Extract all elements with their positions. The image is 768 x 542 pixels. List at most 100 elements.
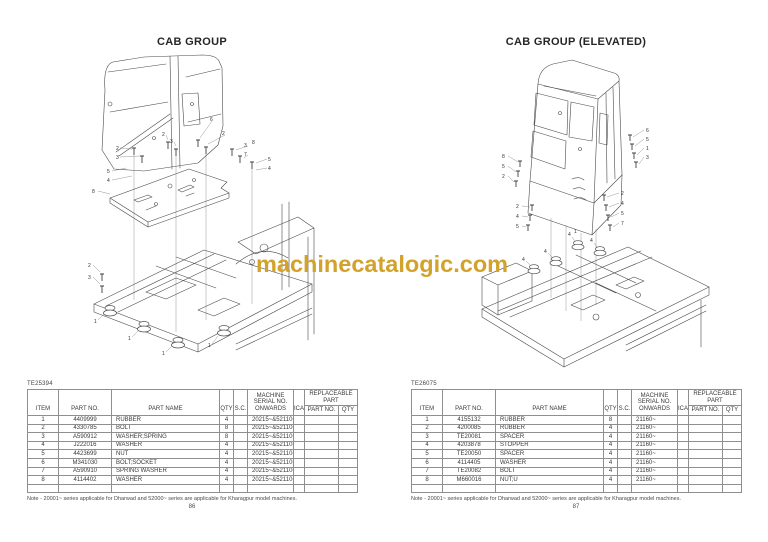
cell-part-no: 4423699 [58, 449, 112, 460]
callout-number: 4 [107, 178, 110, 184]
table-row: 3 A590912 WASHER;SPRING 8 20215~&52110~ [27, 432, 358, 442]
callout-number: 2 [516, 204, 519, 210]
cell-qty: 4 [219, 475, 234, 485]
col-header-qty: QTY [603, 389, 618, 416]
cell-part-name: WASHER;SPRING [111, 432, 220, 442]
cell-item: 5 [411, 449, 443, 460]
page-87: CAB GROUP (ELEVATED) [384, 0, 768, 542]
callout-number: 8 [502, 154, 505, 160]
lower-frame [481, 246, 710, 368]
cell-r-qty [338, 432, 358, 442]
table-row: 1 4409999 RUBBER 4 20215~&52110~ [27, 415, 358, 425]
col-header-part-no: PART NO. [58, 389, 112, 416]
cell-r-part-no [304, 458, 339, 468]
elevated-cab-outline [527, 59, 623, 236]
cell-ica [677, 475, 689, 485]
cell-part-no: 4114405 [442, 458, 496, 468]
cell-item: 8 [411, 475, 443, 485]
cab-group-drawing: 2 3 5 4 2 3 6 2 3 7 8 5 4 8 2 3 1 1 1 1 [88, 54, 315, 357]
cell-serial: 20215~&52110~ [247, 475, 294, 485]
cell-part-no: 4200085 [442, 423, 496, 434]
callout-number: 5 [621, 211, 624, 217]
cell-r-part-no [688, 432, 723, 442]
cell-serial: 20215~&52110~ [247, 432, 294, 442]
table-row: 2 4330785 BOLT 8 20215~&52110~ [27, 423, 358, 434]
cell-item: 4 [411, 440, 443, 451]
cell-serial: 21160~ [631, 415, 678, 425]
cell-ica [677, 423, 689, 434]
cell-part-no: M341030 [58, 458, 112, 468]
cell-r-part-no [304, 432, 339, 442]
cell-part-name: NUT;U [495, 475, 604, 485]
col-header-part-name: PART NAME [111, 389, 220, 416]
cell-part-name: BOLT [495, 466, 604, 477]
page-number: 86 [188, 504, 196, 510]
watermark-text: machinecatalogic.com [256, 251, 509, 277]
cell-serial: 21160~ [631, 432, 678, 442]
col-header-serial: MACHINE SERIAL NO. ONWARDS [631, 389, 678, 416]
cell-sc [233, 432, 248, 442]
cell-part-no: A590910 [58, 466, 112, 477]
table-row: 8 4114402 WASHER 4 20215~&52110~ [27, 475, 358, 485]
table-row: 7 TE20082 BOLT 4 21160~ [411, 466, 742, 477]
cell-ica [293, 458, 305, 468]
cell-sc [617, 466, 632, 477]
cell-r-part-no [688, 458, 723, 468]
cell-r-qty [338, 440, 358, 451]
callout-number: 1 [162, 351, 165, 357]
callout-number: 3 [244, 143, 247, 149]
lower-frame [93, 201, 315, 353]
mount-leaders [97, 313, 219, 353]
cell-serial: 20215~&52110~ [247, 423, 294, 434]
callout-number: 1 [208, 343, 211, 349]
table-row: 7 A590910 SPRING WASHER 4 20215~&52110~ [27, 466, 358, 477]
mount-leaders [525, 236, 598, 266]
cell-r-part-no [304, 423, 339, 434]
cell-part-name: BOLT;SOCKET [111, 458, 220, 468]
cell-r-qty [338, 458, 358, 468]
callout-number: 5 [502, 164, 505, 170]
cell-qty: 4 [603, 475, 618, 485]
cell-ica [677, 466, 689, 477]
cell-sc [617, 432, 632, 442]
cell-item: 7 [27, 466, 59, 477]
cell-item: 3 [411, 432, 443, 442]
col-header-sc: S.C. [617, 389, 632, 416]
cell-part-name: WASHER [111, 475, 220, 485]
cell-serial: 21160~ [631, 458, 678, 468]
cell-ica [677, 449, 689, 460]
cell-part-no: 4409999 [58, 415, 112, 425]
cell-part-name: SPRING WASHER [111, 466, 220, 477]
cell-r-part-no [688, 475, 723, 485]
cell-r-qty [722, 432, 742, 442]
cell-item: 6 [27, 458, 59, 468]
table-row: 2 4200085 RUBBER 4 21160~ [411, 423, 742, 434]
cell-part-no: M660016 [442, 475, 496, 485]
callout-number: 2 [162, 132, 165, 138]
cell-r-qty [722, 415, 742, 425]
callout-number: 2 [116, 146, 119, 152]
callout-number: 3 [88, 275, 91, 281]
parts-table: ITEM PART NO. PART NAME QTY S.C. MACHINE… [27, 389, 358, 494]
cell-ica [677, 415, 689, 425]
cell-sc [233, 423, 248, 434]
cell-part-name: WASHER [111, 440, 220, 451]
col-header-repl-qty: QTY [338, 405, 358, 416]
cell-part-no: TE20050 [442, 449, 496, 460]
col-header-item: ITEM [27, 389, 59, 416]
table-row: 5 4423699 NUT 4 20215~&52110~ [27, 449, 358, 460]
cell-qty: 4 [603, 423, 618, 434]
cell-sc [617, 440, 632, 451]
col-header-part-name: PART NAME [495, 389, 604, 416]
cell-r-part-no [304, 415, 339, 425]
cell-sc [233, 449, 248, 460]
cell-qty: 8 [219, 423, 234, 434]
callout-number: 1 [128, 336, 131, 342]
cell-serial: 20215~&52110~ [247, 466, 294, 477]
callout-number: 4 [544, 249, 547, 255]
cell-qty: 8 [219, 432, 234, 442]
parts-rows: 1 4409999 RUBBER 4 20215~&52110~ 2 43307… [27, 415, 358, 485]
callout-number: 8 [252, 140, 255, 146]
cell-r-qty [338, 449, 358, 460]
cell-sc [233, 475, 248, 485]
